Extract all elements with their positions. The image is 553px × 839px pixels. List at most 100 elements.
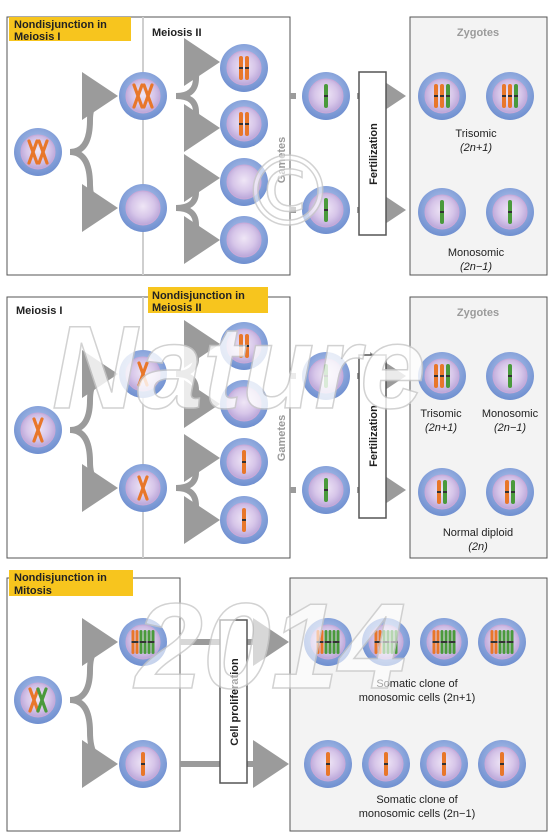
- cell: [14, 676, 62, 724]
- chromosome: [27, 139, 39, 165]
- centromere: [242, 461, 246, 463]
- centromere: [131, 641, 139, 643]
- centromere: [446, 95, 450, 97]
- split-arrow: [175, 485, 220, 544]
- cell: [486, 468, 534, 516]
- meiosis-1-label: Meiosis I: [16, 305, 62, 317]
- cell: [304, 618, 352, 666]
- clone-bottom-line-2: monosomic cells (2n−1): [359, 808, 475, 820]
- cell: [478, 618, 526, 666]
- split-arrow: [175, 205, 220, 264]
- nondisjunction-tag: [148, 287, 268, 313]
- zygotes-label: Zygotes: [457, 27, 499, 39]
- cell: [119, 464, 167, 512]
- centromere: [440, 211, 444, 213]
- cells-layer: [14, 44, 534, 788]
- centromere: [440, 95, 444, 97]
- cell: [418, 72, 466, 120]
- centromere: [448, 641, 456, 643]
- cell-nucleus: [492, 474, 528, 510]
- centromere: [500, 763, 504, 765]
- chromosome: [137, 475, 149, 501]
- cell: [486, 72, 534, 120]
- centromere: [245, 67, 249, 69]
- centromere: [443, 491, 447, 493]
- nondisjunction-tag: [9, 570, 133, 596]
- chromosome: [142, 83, 154, 109]
- cell: [418, 468, 466, 516]
- chromosome: [132, 83, 144, 109]
- cell-nucleus: [125, 190, 161, 226]
- centromere: [437, 491, 441, 493]
- monosomic-label: Monosomic: [482, 408, 539, 420]
- split-arrow-down: [69, 697, 118, 788]
- monosomic-formula: (2n−1): [494, 422, 526, 434]
- centromere: [508, 95, 512, 97]
- centromere: [324, 641, 332, 643]
- tag-line-2: Mitosis: [14, 585, 52, 597]
- chromosome: [32, 417, 44, 443]
- centromere: [514, 95, 518, 97]
- cell: [220, 100, 268, 148]
- cell: [478, 740, 526, 788]
- nondisjunction-tag: [9, 17, 131, 41]
- cell: [486, 188, 534, 236]
- centromere: [502, 95, 506, 97]
- centromere: [332, 641, 340, 643]
- chromosome: [137, 361, 149, 387]
- centromere: [508, 211, 512, 213]
- cell: [302, 72, 350, 120]
- cell: [119, 72, 167, 120]
- cell: [119, 350, 167, 398]
- split-arrow: [175, 93, 220, 152]
- centromere: [506, 641, 514, 643]
- cell-nucleus: [226, 386, 262, 422]
- cell-nucleus: [424, 474, 460, 510]
- chromosome: [36, 687, 48, 713]
- centromere: [239, 345, 243, 347]
- cell: [14, 406, 62, 454]
- tag-line-2: Meiosis II: [152, 302, 202, 314]
- cell-nucleus: [226, 222, 262, 258]
- cell: [362, 618, 410, 666]
- split-arrow-up: [69, 72, 118, 155]
- centromere: [498, 641, 506, 643]
- trisomic-label: Trisomic: [420, 408, 462, 420]
- cell: [420, 618, 468, 666]
- cell: [302, 186, 350, 234]
- tag-line-1: Nondisjunction in: [14, 572, 107, 584]
- fertilization-box: [358, 71, 387, 236]
- trisomic-formula: (2n+1): [460, 142, 492, 154]
- centromere: [141, 763, 145, 765]
- centromere: [324, 489, 328, 491]
- cell: [220, 496, 268, 544]
- cell-nucleus: [226, 164, 262, 200]
- gametes-label: Gametes: [276, 415, 288, 461]
- cell-nucleus: [226, 50, 262, 86]
- centromere: [434, 95, 438, 97]
- centromere: [384, 763, 388, 765]
- cell: [220, 44, 268, 92]
- cell: [220, 438, 268, 486]
- centromere: [239, 67, 243, 69]
- centromere: [326, 763, 330, 765]
- centromere: [316, 641, 324, 643]
- split-arrow-down: [69, 149, 118, 232]
- chromosome: [28, 687, 40, 713]
- centromere: [440, 641, 448, 643]
- centromere: [242, 519, 246, 521]
- centromere: [440, 375, 444, 377]
- cell: [119, 618, 167, 666]
- trisomic-formula: (2n+1): [425, 422, 457, 434]
- proliferation-box: [219, 619, 248, 784]
- cell: [418, 352, 466, 400]
- watermark-copyright: ©: [240, 136, 336, 248]
- watermark: Nature 2014 ©: [51, 135, 426, 715]
- cell: [220, 380, 268, 428]
- centromere: [505, 491, 509, 493]
- fertilization-box: [358, 354, 387, 519]
- chromosome: [37, 139, 49, 165]
- cell: [420, 740, 468, 788]
- monosomic-label: Monosomic: [448, 247, 505, 259]
